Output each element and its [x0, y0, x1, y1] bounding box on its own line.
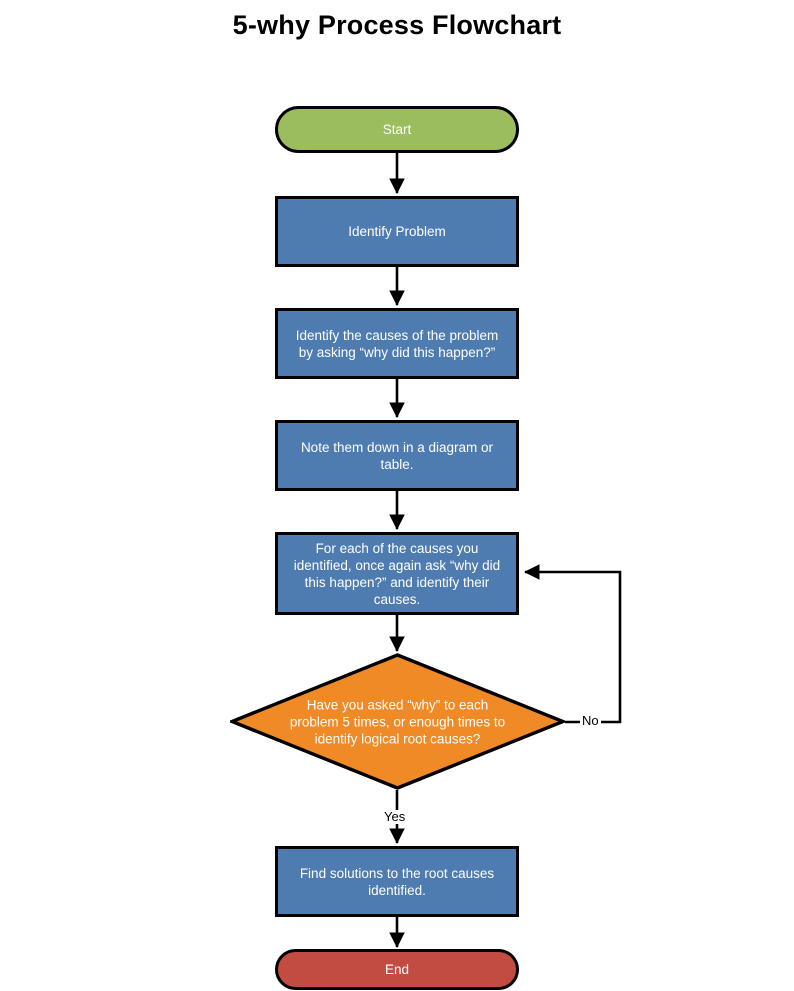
node-end[interactable]: End [275, 949, 519, 990]
node-start[interactable]: Start [275, 106, 519, 153]
node-identify-problem-label: Identify Problem [348, 224, 446, 239]
node-find-solutions[interactable]: Find solutions to the root causes identi… [275, 846, 519, 917]
node-find-solutions-label: Find solutions to the root causes identi… [299, 865, 495, 898]
node-note-down[interactable]: Note them down in a diagram or table. [275, 420, 519, 491]
node-start-label: Start [382, 122, 412, 137]
node-decision[interactable]: Have you asked “why” to each problem 5 t… [230, 653, 565, 790]
node-identify-problem[interactable]: Identify Problem [275, 196, 519, 267]
node-ask-again[interactable]: For each of the causes you identified, o… [275, 532, 519, 615]
node-identify-causes[interactable]: Identify the causes of the problem by as… [275, 308, 519, 379]
node-ask-again-label: For each of the causes you identified, o… [293, 540, 501, 607]
node-note-down-label: Note them down in a diagram or table. [300, 439, 494, 472]
edge-label-yes: Yes [382, 809, 408, 824]
node-identify-causes-label: Identify the causes of the problem by as… [295, 327, 499, 360]
node-end-label: End [384, 962, 410, 977]
page-title: 5-why Process Flowchart [232, 10, 562, 40]
edge-label-no: No [580, 713, 601, 728]
decision-diamond-shape [230, 653, 565, 790]
